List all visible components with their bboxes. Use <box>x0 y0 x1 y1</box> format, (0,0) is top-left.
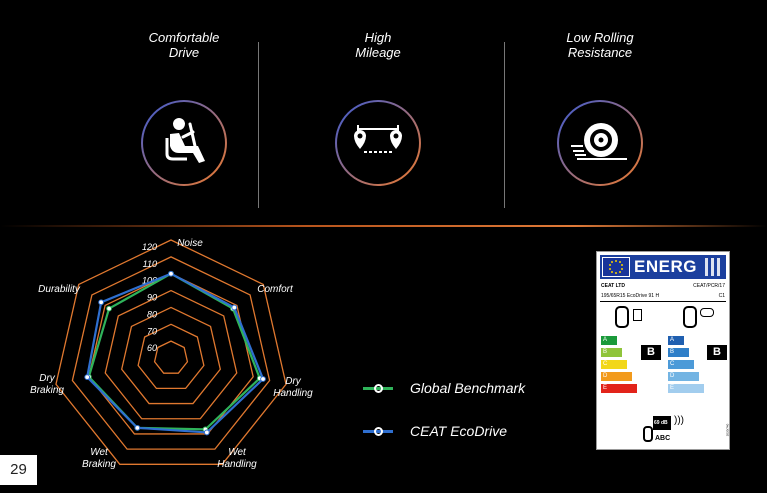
radar-scale-label: 110 <box>143 259 157 269</box>
wet-grade-bar-d: D <box>668 372 699 381</box>
label-class: C1 <box>718 293 725 299</box>
feature-low-rolling-resistance: Low Rolling Resistance <box>520 30 680 184</box>
section-divider <box>0 225 767 227</box>
axis-label-wet-braking: Wet Braking <box>82 447 116 470</box>
axis-label-durability: Durability <box>38 284 80 295</box>
radar-grid-ring <box>137 323 205 390</box>
radar-scale-label: 60 <box>147 343 157 353</box>
noise-class: ABC <box>655 435 671 442</box>
feature-title: High Mileage <box>355 30 401 60</box>
axis-label-dry-handling: Dry Handling <box>273 376 313 399</box>
eu-tyre-label: ENERG CEAT LTD CEAT/PCR/17 195/65R15 Eco… <box>596 251 730 450</box>
regulation-number: 2020/740 <box>725 423 730 437</box>
axis-label-comfort: Comfort <box>257 284 293 295</box>
page-number: 29 <box>0 455 37 485</box>
radar-data-point <box>98 299 105 306</box>
radar-data-point <box>260 376 266 382</box>
wet-grade-bar-a: A <box>668 336 684 345</box>
axis-label-dry-braking: Dry Braking <box>30 373 64 396</box>
radar-series-line <box>87 272 262 431</box>
fuel-pump-icon <box>633 309 642 321</box>
radar-series-line <box>85 272 265 434</box>
radar-scale-label: 70 <box>147 326 157 336</box>
radar-data-point <box>134 424 141 431</box>
rain-cloud-icon <box>700 308 714 317</box>
speaker-icon <box>653 416 671 430</box>
feature-comfortable-drive: Comfortable Drive <box>104 30 264 184</box>
radar-grid-ring <box>55 239 287 465</box>
column-divider <box>504 42 505 208</box>
legend-label-global-benchmark: Global Benchmark <box>410 380 526 396</box>
wet-tyre-icon <box>683 306 697 328</box>
radar-data-point <box>106 305 112 312</box>
wet-grade-bar-c: C <box>668 360 694 369</box>
label-code: CEAT/PCR/17 <box>693 283 725 289</box>
fuel-grade-badge: B <box>641 345 661 360</box>
fuel-grade-bar-d: D <box>601 372 632 381</box>
fuel-tyre-icon <box>615 306 629 328</box>
wet-grade-bar-b: B <box>668 348 689 357</box>
axis-label-noise: Noise <box>177 238 203 249</box>
wet-grade-badge: B <box>707 345 727 360</box>
radar-scale-label: 100 <box>142 276 157 286</box>
column-divider <box>258 42 259 208</box>
rolling-tyre-icon <box>557 100 643 186</box>
radar-scale-label: 90 <box>147 293 157 303</box>
radar-scale-label: 80 <box>147 309 157 319</box>
qr-code-icon <box>705 258 723 276</box>
noise-tyre-icon <box>643 426 653 442</box>
fuel-grade-bar-c: C <box>601 360 627 369</box>
fuel-grade-bar-b: B <box>601 348 622 357</box>
eu-label-header: ENERG <box>600 255 726 279</box>
feature-title: Comfortable Drive <box>148 30 220 60</box>
noise-value: 69 dB <box>654 420 668 426</box>
radar-grid-ring <box>71 256 271 450</box>
fuel-grade-bar-a: A <box>601 336 617 345</box>
fuel-grade-bar-e: E <box>601 384 637 393</box>
label-size: 195/65R15 EcoDrive 91 H <box>601 293 660 299</box>
label-manufacturer: CEAT LTD <box>601 283 625 289</box>
radar-data-point <box>168 270 174 277</box>
radar-grid-ring <box>153 340 189 374</box>
wet-grade-bar-e: E <box>668 384 704 393</box>
radar-data-point <box>84 374 91 381</box>
radar-grid-ring <box>120 306 222 405</box>
label-rule <box>600 301 726 302</box>
radar-chart: 120 110 100 90 80 70 60 <box>55 239 287 465</box>
legend-swatch-ceat-ecodrive <box>363 427 393 436</box>
legend-label-ceat-ecodrive: CEAT EcoDrive <box>410 423 507 439</box>
axis-label-wet-handling: Wet Handling <box>217 447 257 470</box>
radar-grid-ring <box>88 272 254 435</box>
radar-data-point <box>231 304 238 311</box>
eu-flag-icon <box>602 257 630 277</box>
radar-grid-ring <box>104 289 238 420</box>
driver-seat-icon <box>141 100 227 186</box>
feature-high-mileage: High Mileage <box>298 30 458 184</box>
radar-data-point <box>203 429 210 436</box>
legend-swatch-global-benchmark <box>363 384 393 393</box>
radar-scale-label: 120 <box>142 242 157 252</box>
sound-waves-icon: ))) <box>674 415 684 426</box>
route-pins-icon <box>335 100 421 186</box>
feature-title: Low Rolling Resistance <box>566 30 634 60</box>
energy-label-title: ENERG <box>634 257 697 276</box>
